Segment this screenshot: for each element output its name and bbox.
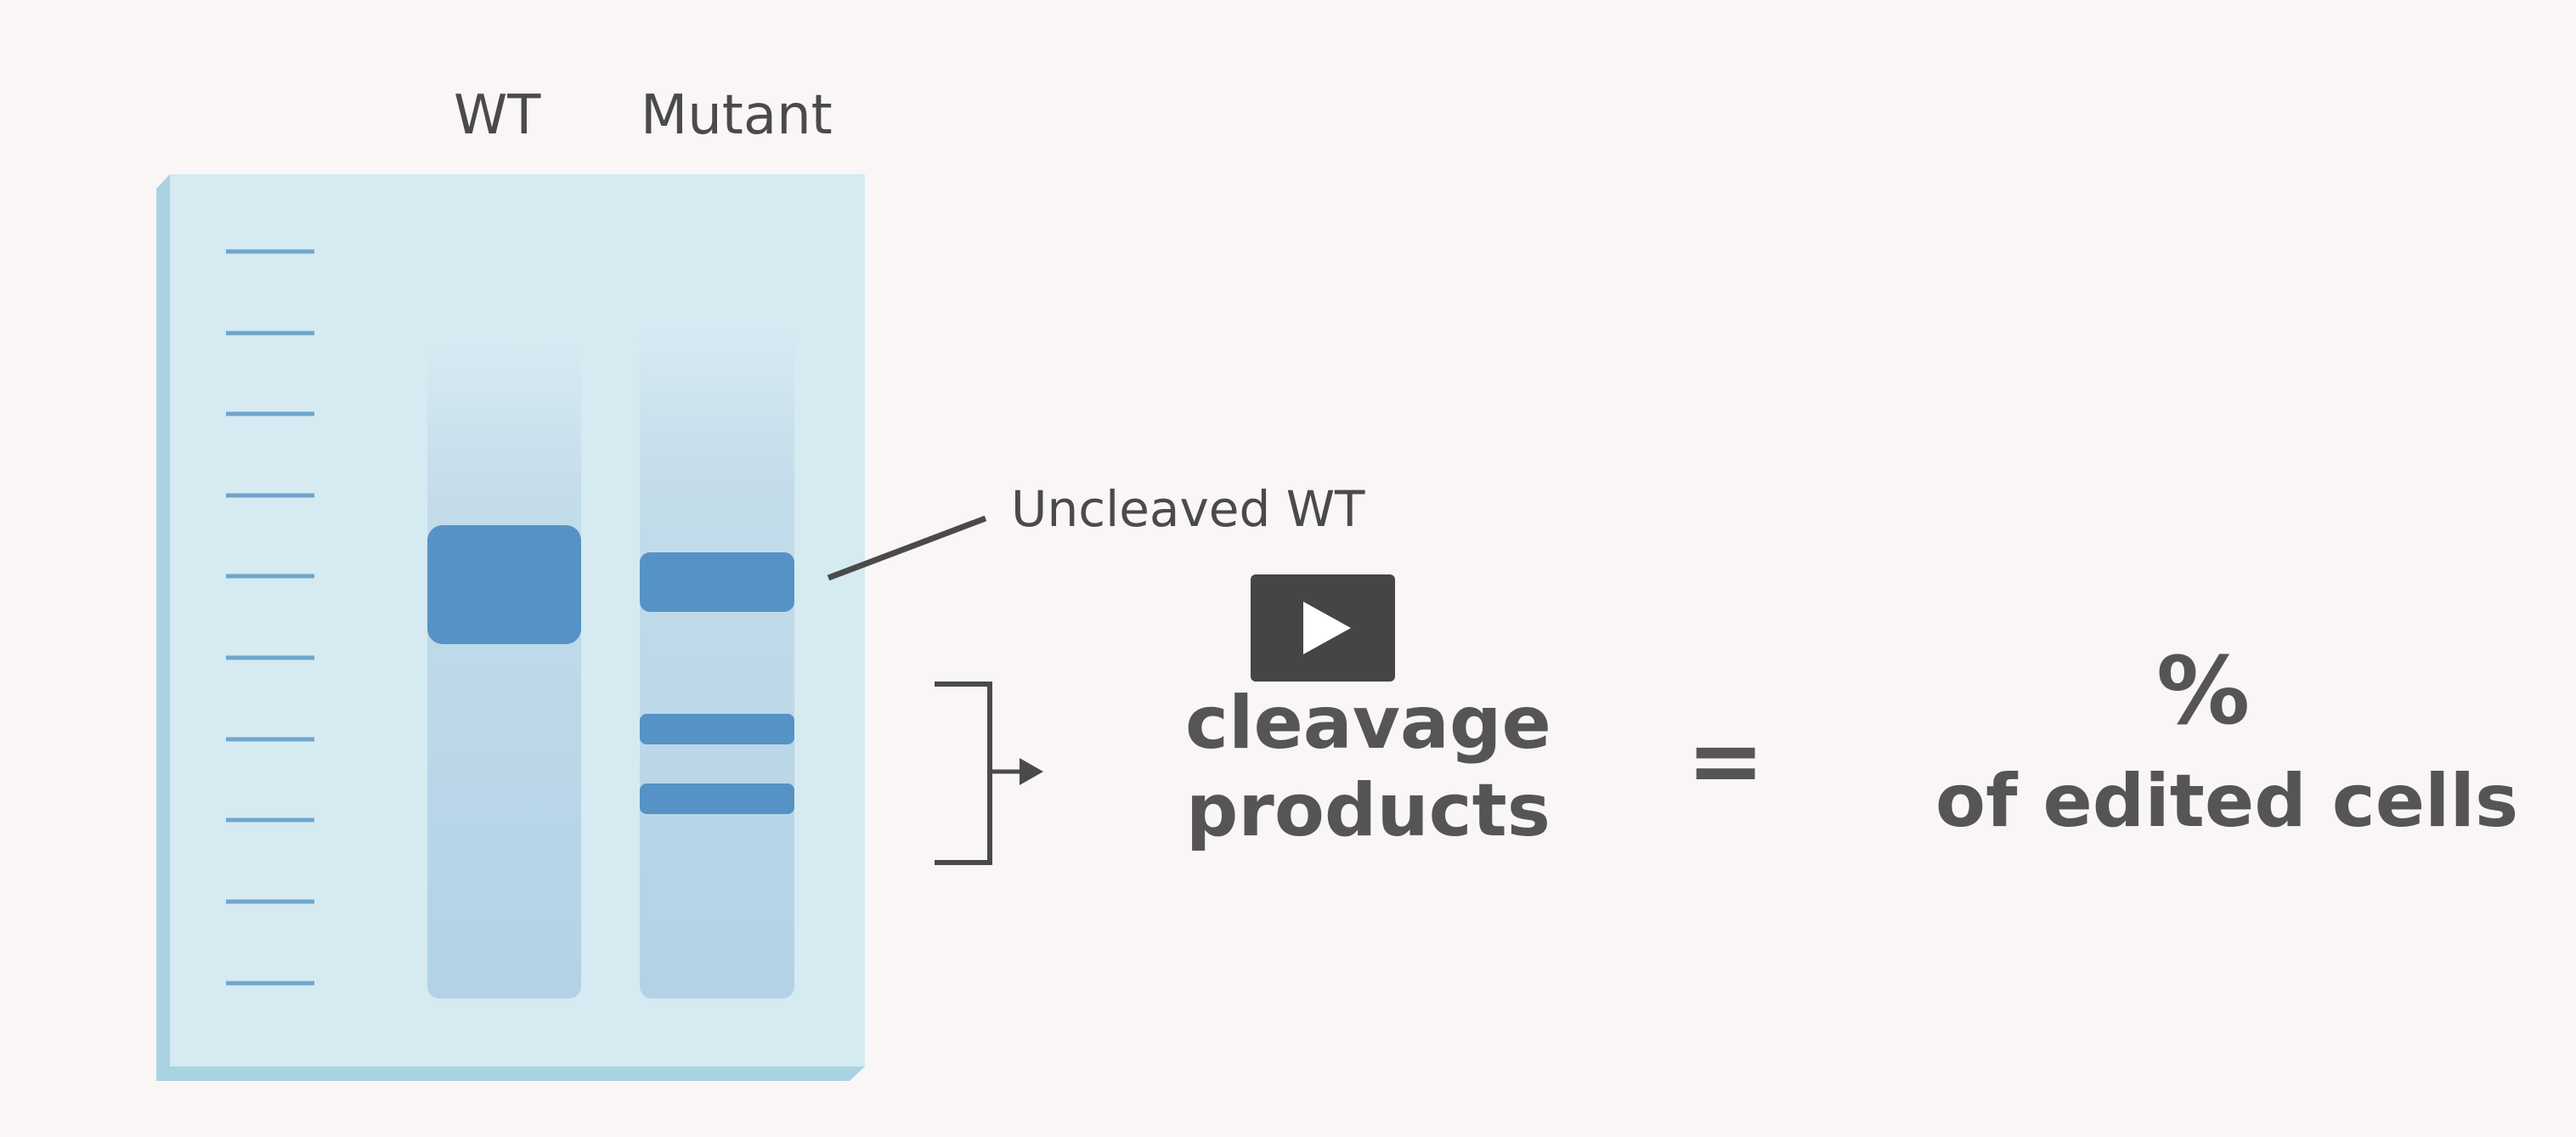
- band-mutant-cleaved-1: [640, 714, 794, 744]
- products-line: products: [1185, 768, 1551, 854]
- edited-cells-text: of edited cells: [1935, 759, 2519, 844]
- bracket: [935, 682, 992, 865]
- uncleaved-label: Uncleaved WT: [1011, 480, 1365, 538]
- band-mutant-uncleaved: [640, 552, 794, 612]
- percent-sign: %: [2156, 636, 2251, 745]
- cleavage-line: cleavage: [1185, 681, 1551, 766]
- band-mutant-cleaved-2: [640, 783, 794, 814]
- ladder: [226, 249, 314, 986]
- equals-sign: =: [1686, 706, 1765, 815]
- annotation-line: [827, 515, 987, 581]
- band-wt-uncleaved: [427, 525, 581, 644]
- lane-label-wt: WT: [454, 84, 541, 147]
- arrow-head-icon: [1020, 758, 1043, 785]
- lane-label-mutant: Mutant: [641, 84, 833, 147]
- lane-wt: [427, 340, 581, 998]
- cleavage-products-text: cleavage products: [1185, 680, 1551, 855]
- play-icon: [1303, 602, 1351, 654]
- lane-mutant: [640, 323, 794, 998]
- play-button[interactable]: [1251, 574, 1395, 682]
